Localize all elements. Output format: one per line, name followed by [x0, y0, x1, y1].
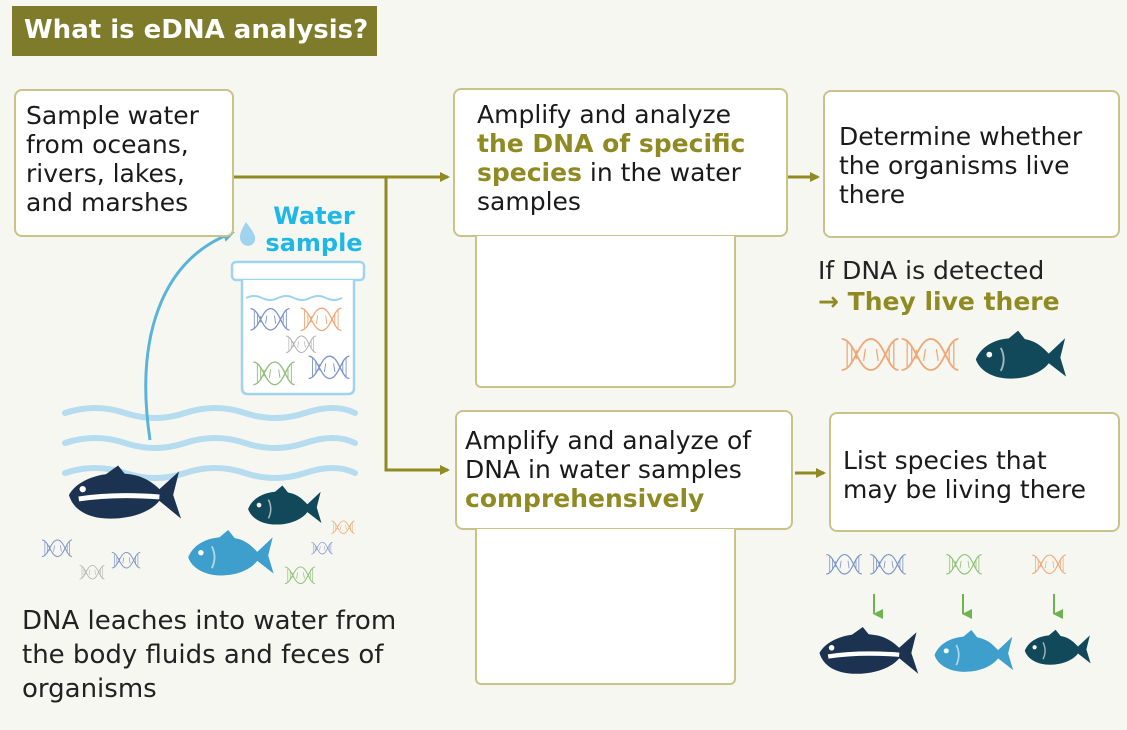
detected-note: If DNA is detected → They live there: [818, 255, 1060, 317]
specific-highlight-2: species: [477, 158, 582, 187]
specific-dna-panel: [475, 236, 736, 388]
detected-illustration: [840, 329, 1068, 380]
sample-line-1: Sample water: [26, 101, 199, 130]
sample-line-2: from oceans,: [26, 130, 189, 159]
specific-species-box: Amplify and analyze the DNA of specific …: [453, 88, 788, 237]
sample-line-4: and marshes: [26, 188, 189, 217]
list-line-2: may be living there: [843, 475, 1087, 504]
determine-line-2: the organisms live: [839, 151, 1070, 180]
water-sample-label-1: Water: [273, 202, 355, 230]
comprehensive-line-1: Amplify and analyze of: [465, 426, 752, 455]
comprehensive-highlight: comprehensively: [465, 484, 705, 513]
sample-water-box: Sample water from oceans, rivers, lakes,…: [14, 89, 234, 237]
determine-line-3: there: [839, 180, 906, 209]
sample-beaker: [230, 260, 366, 396]
comprehensive-dna-panel: [475, 529, 736, 685]
detected-arrow: →: [818, 287, 839, 316]
leach-caption: DNA leaches into water from the body flu…: [22, 604, 396, 706]
sampling-arrow: [144, 230, 235, 441]
list-line-1: List species that: [843, 446, 1047, 475]
water-sample-label-2: sample: [265, 229, 363, 257]
list-species-box: List species that may be living there: [829, 412, 1120, 532]
determine-box: Determine whether the organisms live the…: [823, 90, 1120, 238]
flow-connectors: [234, 172, 826, 478]
species-list-illustration: [819, 553, 1092, 674]
leach-line-2: the body fluids and feces of: [22, 640, 384, 670]
specific-line-4: samples: [477, 187, 581, 216]
comprehensive-line-2: DNA in water samples: [465, 455, 742, 484]
comprehensive-box: Amplify and analyze of DNA in water samp…: [455, 410, 793, 530]
title-banner: What is eDNA analysis?: [12, 6, 377, 56]
water-sample-label: Water sample: [264, 203, 364, 257]
detected-line-2: They live there: [847, 287, 1060, 316]
sample-line-3: rivers, lakes,: [26, 159, 185, 188]
specific-highlight-1: the DNA of specific: [477, 129, 746, 158]
leach-line-1: DNA leaches into water from: [22, 606, 397, 636]
detected-line-1: If DNA is detected: [818, 256, 1045, 285]
determine-line-1: Determine whether: [839, 122, 1083, 151]
water-waves: [62, 405, 358, 481]
specific-line-3: in the water: [581, 158, 741, 187]
arrow-to-comprehensive: [384, 177, 450, 475]
water-fish-group: [41, 466, 356, 585]
water-drop-icon: [239, 222, 256, 246]
page-title: What is eDNA analysis?: [24, 15, 369, 45]
specific-line-1: Amplify and analyze: [477, 100, 732, 129]
leach-line-3: organisms: [22, 674, 157, 704]
